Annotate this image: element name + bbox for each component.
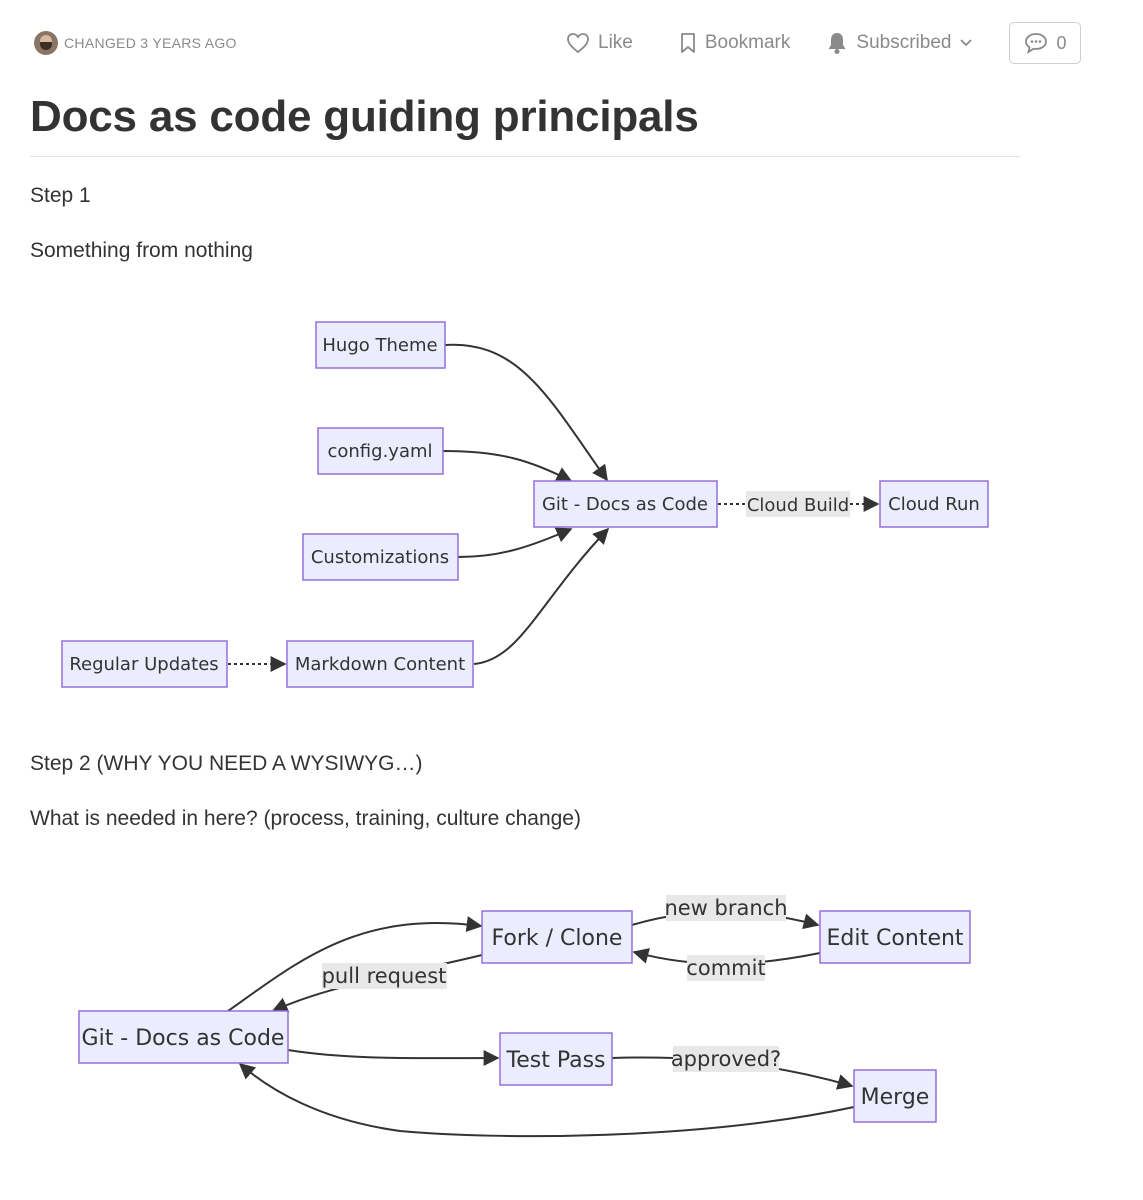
node-edit-content: Edit Content [819, 910, 971, 964]
edge-label-pull-request: pull request [322, 963, 447, 989]
bookmark-button[interactable]: Bookmark [679, 32, 791, 54]
svg-text:Fork / Clone: Fork / Clone [492, 926, 623, 951]
step2-heading: Step 2 (WHY YOU NEED A WYSIWYG…) [30, 752, 423, 775]
step1-flowchart: Cloud Build Hugo Theme config.yaml Git -… [61, 321, 989, 688]
edge-git-to-fork [227, 916, 483, 1012]
node-merge: Merge [853, 1069, 937, 1123]
title-divider [30, 156, 1020, 157]
step1-subtitle: Something from nothing [30, 239, 253, 262]
node-git-docs-as-code: Git - Docs as Code [533, 480, 718, 528]
step1-heading: Step 1 [30, 184, 91, 207]
page-title: Docs as code guiding principals [30, 92, 699, 141]
comments-button[interactable]: 0 [1009, 22, 1082, 64]
edge-git-to-test [287, 1049, 500, 1067]
svg-text:Git - Docs as Code: Git - Docs as Code [82, 1026, 285, 1051]
like-label: Like [598, 32, 633, 53]
svg-text:approved?: approved? [671, 1047, 781, 1071]
node-markdown-content: Markdown Content [286, 640, 474, 688]
edge-merge-to-git [238, 1062, 855, 1138]
step2-flowchart: new branch commit pull request approved?… [78, 895, 971, 1138]
page-actions: Like Bookmark Subscribed 0 [566, 22, 1082, 64]
svg-text:Regular Updates: Regular Updates [69, 654, 218, 675]
edge-label-cloud-build: Cloud Build [746, 491, 850, 517]
node-fork-clone: Fork / Clone [481, 910, 633, 964]
edge-label-approved: approved? [671, 1046, 781, 1072]
svg-text:Git - Docs as Code: Git - Docs as Code [542, 494, 708, 515]
comment-count: 0 [1056, 32, 1067, 53]
edge-label-new-branch: new branch [664, 895, 788, 921]
node-cloud-run: Cloud Run [879, 480, 989, 528]
edge-custom-to-git [457, 527, 573, 558]
node-git-docs-as-code: Git - Docs as Code [78, 1010, 289, 1064]
node-hugo-theme: Hugo Theme [315, 321, 446, 369]
svg-text:Hugo Theme: Hugo Theme [322, 335, 437, 356]
avatar[interactable] [34, 31, 58, 55]
change-info: CHANGED 3 YEARS AGO [34, 31, 237, 55]
svg-text:Customizations: Customizations [311, 547, 449, 568]
svg-text:Merge: Merge [861, 1085, 930, 1110]
svg-text:Edit Content: Edit Content [826, 926, 963, 951]
node-config-yaml: config.yaml [317, 427, 444, 475]
node-regular-updates: Regular Updates [61, 640, 228, 688]
svg-text:Cloud Run: Cloud Run [888, 494, 980, 515]
edge-config-to-git [442, 450, 573, 482]
subscribed-dropdown[interactable]: Subscribed [826, 31, 973, 55]
heart-icon [567, 33, 589, 54]
bookmark-label: Bookmark [704, 32, 791, 53]
step2-subtitle: What is needed in here? (process, traini… [30, 807, 581, 830]
svg-text:new branch: new branch [664, 896, 787, 920]
like-button[interactable]: Like [566, 32, 633, 54]
bookmark-icon [680, 33, 695, 53]
subscribed-label: Subscribed [856, 32, 952, 53]
node-customizations: Customizations [302, 533, 459, 581]
svg-text:Test Pass: Test Pass [506, 1048, 606, 1073]
chevron-down-icon [960, 39, 973, 47]
svg-text:Markdown Content: Markdown Content [295, 654, 465, 675]
speech-bubble-icon [1025, 33, 1048, 54]
changed-timestamp: CHANGED 3 YEARS AGO [64, 35, 237, 51]
svg-text:Cloud Build: Cloud Build [747, 495, 849, 516]
svg-text:config.yaml: config.yaml [327, 441, 432, 462]
svg-text:commit: commit [686, 956, 765, 980]
edge-markdown-to-git [473, 527, 610, 665]
edge-hugo-to-git [444, 343, 608, 482]
edge-label-commit: commit [686, 955, 766, 981]
svg-text:pull request: pull request [322, 964, 447, 988]
bell-icon [828, 33, 846, 54]
node-test-pass: Test Pass [499, 1032, 613, 1086]
